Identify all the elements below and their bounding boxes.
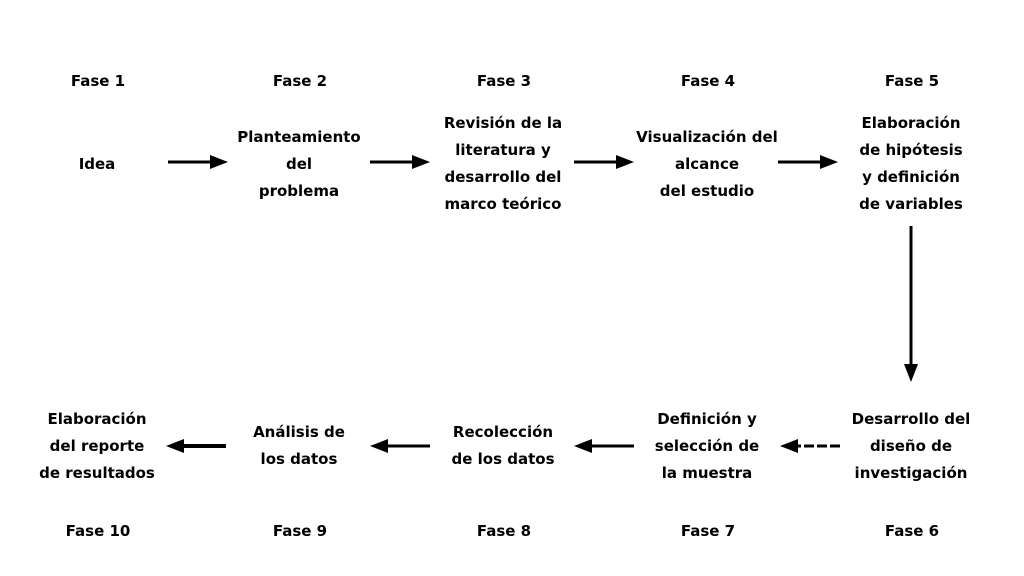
node-planteamiento: Planteamiento del problema [224, 110, 374, 218]
node-reporte-resultados-text: Elaboración del reporte de resultados [39, 409, 155, 482]
node-seleccion-muestra: Definición y selección de la muestra [632, 396, 782, 496]
node-analisis-datos-text: Análisis de los datos [253, 423, 345, 468]
arrow-6-to-7 [780, 439, 840, 453]
phase-5-label: Fase 5 [884, 72, 940, 90]
node-idea-text: Idea [78, 154, 116, 173]
phase-4-label: Fase 4 [680, 72, 736, 90]
node-visualizacion-alcance: Visualización del alcance del estudio [632, 110, 782, 218]
phase-8-label: Fase 8 [476, 522, 532, 540]
node-diseno-investigacion-text: Desarrollo del diseño de investigación [851, 409, 971, 482]
node-idea: Idea [22, 110, 172, 218]
arrow-9-to-10 [166, 439, 226, 453]
arrow-1-to-2 [168, 155, 228, 169]
arrow-7-to-8 [574, 439, 634, 453]
node-hipotesis-text: Elaboración de hipótesis y definición de… [859, 114, 963, 213]
phase-1-label: Fase 1 [70, 72, 126, 90]
phase-6-label: Fase 6 [884, 522, 940, 540]
node-seleccion-muestra-text: Definición y selección de la muestra [654, 409, 760, 482]
arrow-2-to-3 [370, 155, 430, 169]
node-hipotesis: Elaboración de hipótesis y definición de… [836, 110, 986, 218]
node-visualizacion-alcance-text: Visualización del alcance del estudio [636, 127, 778, 200]
phase-2-label: Fase 2 [272, 72, 328, 90]
node-planteamiento-text: Planteamiento del problema [237, 127, 361, 200]
arrow-3-to-4 [574, 155, 634, 169]
arrow-5-to-6 [904, 226, 918, 382]
node-diseno-investigacion: Desarrollo del diseño de investigación [836, 396, 986, 496]
node-recoleccion-datos-text: Recolección de los datos [451, 423, 555, 468]
arrow-8-to-9 [370, 439, 430, 453]
node-recoleccion-datos: Recolección de los datos [428, 396, 578, 496]
phase-10-label: Fase 10 [65, 522, 131, 540]
node-revision-literatura: Revisión de la literatura y desarrollo d… [428, 110, 578, 218]
phase-9-label: Fase 9 [272, 522, 328, 540]
node-analisis-datos: Análisis de los datos [224, 396, 374, 496]
phase-3-label: Fase 3 [476, 72, 532, 90]
phase-7-label: Fase 7 [680, 522, 736, 540]
node-reporte-resultados: Elaboración del reporte de resultados [22, 396, 172, 496]
node-revision-literatura-text: Revisión de la literatura y desarrollo d… [443, 114, 563, 213]
arrow-4-to-5 [778, 155, 838, 169]
